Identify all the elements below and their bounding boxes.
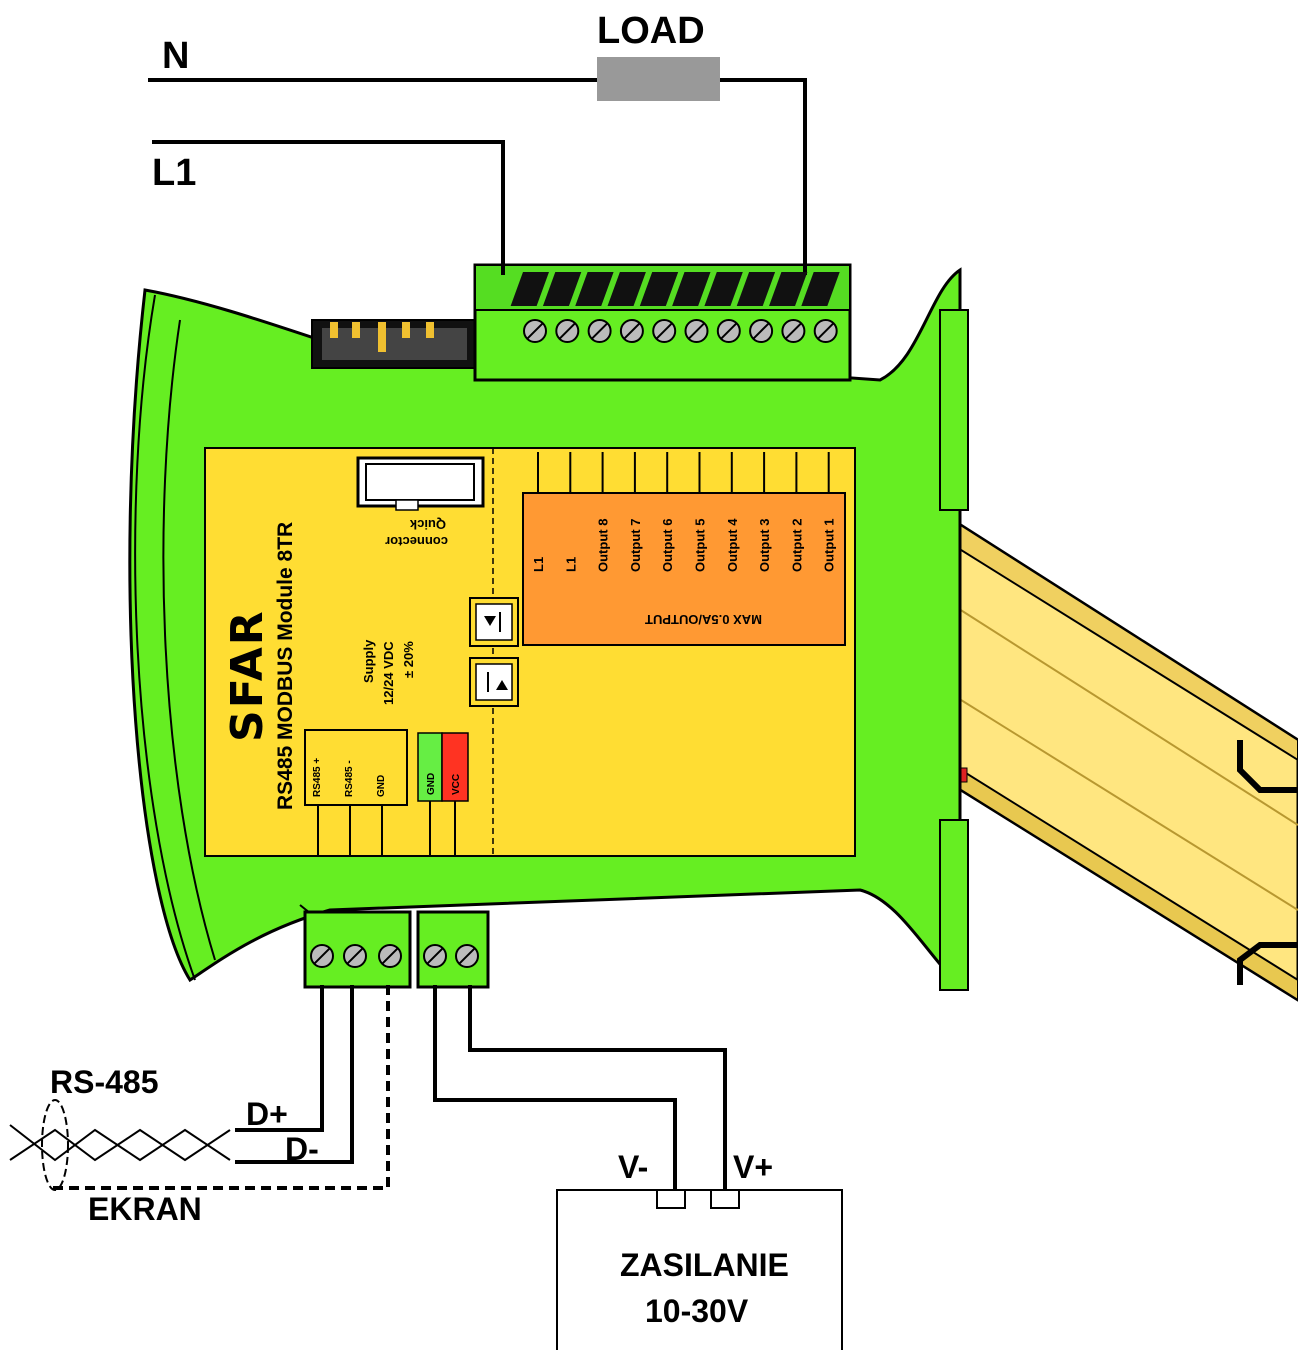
wire-slot	[736, 272, 776, 306]
output-label: Output 7	[628, 519, 643, 572]
output-leads	[537, 452, 830, 493]
module-name: RS485 MODBUS Module 8TR	[274, 522, 297, 810]
quick-label-line1: Quick	[409, 517, 446, 532]
output-label: Output 3	[757, 519, 772, 572]
v-minus-label: V-	[618, 1149, 648, 1185]
quick-connector	[356, 456, 485, 511]
brand-logo: SFAR	[222, 609, 273, 742]
output-label: Output 2	[789, 519, 804, 572]
quick-label-line2: connector	[385, 534, 448, 549]
wire-slot	[801, 272, 840, 306]
screw-icon	[684, 319, 709, 343]
output-label: Output 1	[822, 519, 837, 572]
wire-slot	[769, 272, 808, 306]
output-label: Output 6	[660, 519, 675, 572]
output-label: L1	[563, 557, 578, 572]
wire-slot	[542, 272, 582, 306]
d-minus-label: D-	[285, 1131, 319, 1167]
wire-slot	[575, 272, 614, 306]
max-rating: MAX 0.5A/OUTPUT	[645, 612, 762, 627]
d-plus-label: D+	[246, 1096, 288, 1132]
din-rail	[943, 512, 1298, 1002]
power-terminal-tags	[417, 732, 469, 856]
supply-line1: Supply	[361, 639, 376, 683]
screw-icon	[749, 319, 774, 343]
rs485-terminal-tags	[304, 729, 408, 856]
shield-label: EKRAN	[88, 1191, 202, 1227]
output-labels: L1 L1 Output 8 Output 7 Output 6 Output 5 Outp…	[531, 518, 837, 572]
line-label: L1	[152, 152, 196, 194]
bus-label: RS-485	[50, 1064, 159, 1100]
screw-icon	[781, 319, 806, 343]
mains-wires	[148, 78, 807, 275]
screw-icon	[619, 319, 644, 343]
power-vcc-tag: VCC	[451, 774, 462, 795]
screw-icon	[523, 319, 547, 343]
output-label: Output 4	[725, 518, 740, 572]
supply-line3: ± 20%	[401, 641, 416, 678]
terminal-screws	[310, 272, 840, 968]
screw-icon	[652, 319, 677, 343]
rs485-plus-tag: RS485 +	[312, 758, 323, 797]
rs485-gnd-tag: GND	[376, 775, 387, 797]
screw-icon	[813, 319, 838, 343]
screw-icon	[587, 319, 612, 343]
supply-line2: 12/24 VDC	[381, 641, 396, 705]
neutral-label: N	[162, 35, 189, 77]
psu-label-line1: ZASILANIE	[620, 1247, 789, 1283]
wire-slot	[672, 272, 711, 306]
supply-wires	[433, 985, 727, 1190]
screw-icon	[716, 319, 741, 343]
rs485-minus-tag: RS485 -	[344, 760, 355, 797]
output-label: L1	[531, 557, 546, 572]
screw-icon	[378, 944, 402, 968]
wire-slot	[607, 272, 646, 306]
load-label: LOAD	[597, 10, 705, 52]
screw-icon	[310, 944, 334, 968]
optocoupler-2	[469, 657, 519, 707]
screw-icon	[455, 944, 479, 968]
header-connector	[311, 319, 478, 369]
psu-label-line2: 10-30V	[645, 1293, 749, 1329]
screw-icon	[343, 944, 367, 968]
output-label: Output 5	[693, 519, 708, 572]
wire-slot	[704, 272, 743, 306]
optocoupler-1	[469, 597, 519, 647]
screw-icon	[423, 944, 447, 968]
load-element	[597, 57, 720, 101]
v-plus-label: V+	[733, 1149, 773, 1185]
output-label: Output 8	[596, 519, 611, 572]
wire-slot	[639, 272, 679, 306]
wire-slot	[510, 272, 550, 306]
bus-wires	[9, 985, 390, 1191]
power-gnd-tag: GND	[426, 773, 437, 795]
power-supply	[556, 1189, 843, 1350]
screw-icon	[555, 319, 580, 343]
output-block	[522, 492, 846, 646]
